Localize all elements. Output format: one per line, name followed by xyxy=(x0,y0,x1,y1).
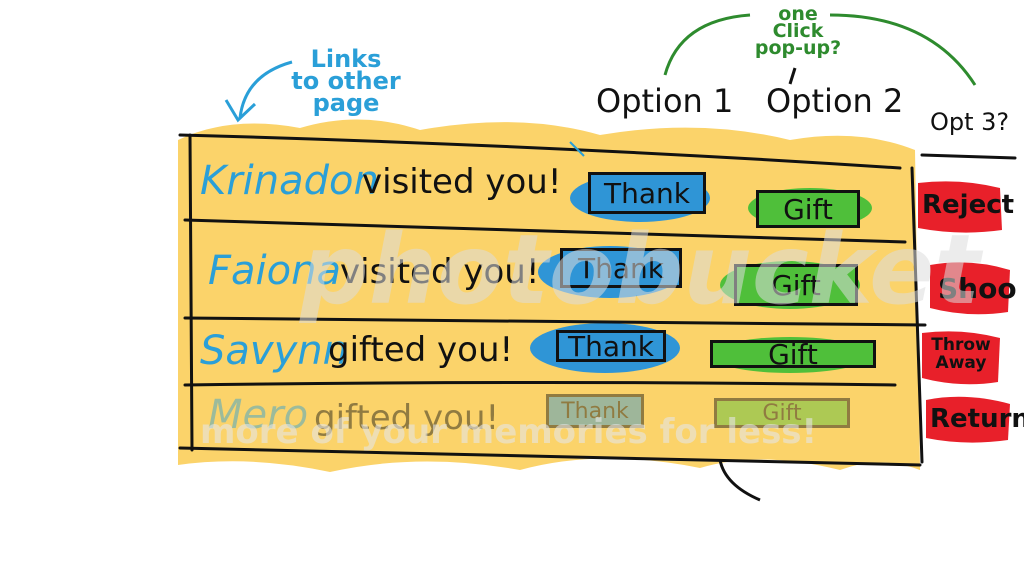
row-2-action-text: visited you! xyxy=(340,252,540,292)
user-link-faiona[interactable]: Faiona xyxy=(208,248,341,294)
links-note-line-2: to other xyxy=(291,67,401,95)
user-link-mero[interactable]: Mero xyxy=(208,392,309,438)
thank-button-row-4[interactable]: Thank xyxy=(546,394,644,428)
gift-button-row-3[interactable]: Gift xyxy=(710,338,876,371)
popup-note-line-1: one xyxy=(778,3,818,25)
popup-note-line-3: pop-up? xyxy=(754,37,842,59)
popup-note-line-2: Click xyxy=(772,20,824,42)
gift-button-row-4[interactable]: Gift xyxy=(714,398,850,428)
popup-note: one Click pop-up? xyxy=(748,3,848,59)
row-4-action-text: gifted you! xyxy=(314,398,500,438)
column-header-option-3: Opt 3? xyxy=(930,108,1010,136)
photobucket-watermark: photobucket xyxy=(300,214,981,326)
gift-button-row-2[interactable]: Gift xyxy=(734,264,858,306)
shoo-button[interactable]: Shoo xyxy=(938,272,1017,305)
reject-button[interactable]: Reject xyxy=(922,190,1015,220)
links-note: Links to other page xyxy=(286,45,406,117)
gift-button-row-1[interactable]: Gift xyxy=(756,190,860,228)
user-link-krinadon[interactable]: Krinadon xyxy=(200,158,379,204)
throw-away-button[interactable]: Throw Away xyxy=(931,335,991,373)
thank-button-row-3[interactable]: Thank xyxy=(556,330,666,363)
column-header-option-2: Option 2 xyxy=(766,82,904,120)
links-note-line-3: page xyxy=(312,89,380,117)
thank-button-row-2[interactable]: Thank xyxy=(560,248,682,288)
row-1-action-text: visited you! xyxy=(362,162,562,202)
thank-button-row-1[interactable]: Thank xyxy=(588,172,706,214)
column-header-option-1: Option 1 xyxy=(596,82,734,120)
return-button[interactable]: Return xyxy=(930,404,1024,434)
watermark-tagline: more of your memories for less! xyxy=(200,412,818,452)
links-note-line-1: Links xyxy=(310,45,382,73)
user-link-savynn[interactable]: Savynn xyxy=(200,328,348,374)
row-3-action-text: gifted you! xyxy=(328,330,514,370)
